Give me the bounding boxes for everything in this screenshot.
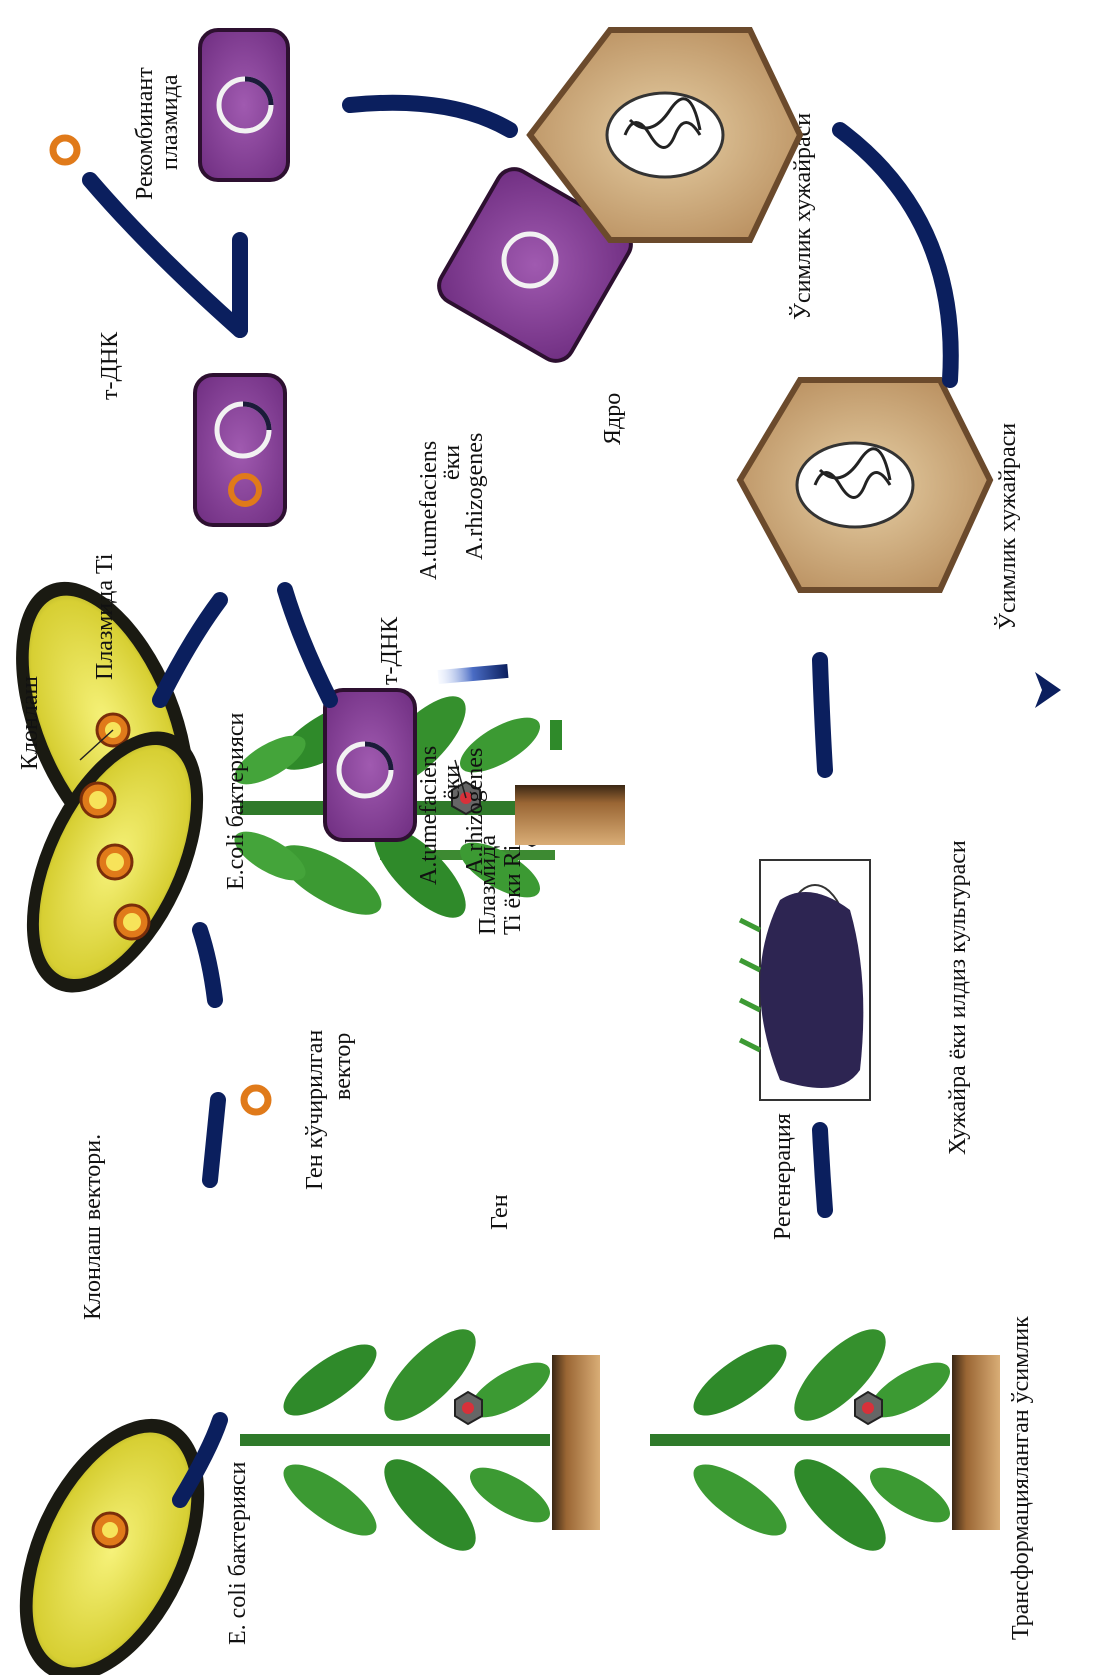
plasmid-ti-label: Плазмида Ti bbox=[92, 553, 118, 680]
shoot-icon bbox=[740, 920, 760, 1050]
petri-dish-icon bbox=[740, 860, 870, 1100]
regeneration-label: Регенерация bbox=[770, 1113, 796, 1240]
ecoli-bacteria-label-2: E.coli бактерияси bbox=[223, 712, 249, 890]
t-dna-label-1: т-ДНК bbox=[377, 616, 403, 685]
t-dna-label-2: т-ДНК bbox=[97, 331, 123, 400]
plasmid-ti-ri-label-l2: Ti ёки Ri bbox=[500, 844, 526, 935]
gene-transfer-vector-label-l2: вектор bbox=[330, 1033, 356, 1100]
cloning-label: Клонлаш bbox=[17, 676, 43, 770]
gene-label: Ген bbox=[487, 1194, 513, 1230]
cell-root-culture-label: Хужайра ёки илдиз культураси bbox=[945, 840, 971, 1155]
recombinant-label-l2: плазмида bbox=[157, 74, 183, 170]
donor-plant-icon bbox=[240, 1316, 600, 1565]
agro-2-label-l3: A.rhizogenes bbox=[462, 433, 488, 560]
cloning-vector-label: Клонлаш вектори. bbox=[80, 1134, 106, 1320]
recombinant-label-l1: Рекомбинант bbox=[132, 67, 158, 200]
recombinant-agrobacterium-icon bbox=[200, 30, 288, 180]
vector-plasmid-icon bbox=[244, 1088, 268, 1112]
agro-1-label-l3: A.rhizogenes bbox=[462, 748, 488, 875]
transformed-plant-label: Трансформацияланган ўсимлик bbox=[1008, 1316, 1034, 1640]
gene-transfer-vector-label-l1: Ген кўчирилган bbox=[302, 1030, 328, 1190]
plant-cell-icon bbox=[740, 380, 990, 590]
plant-cell-label-2: Ўсимлик хужайраси bbox=[995, 423, 1021, 630]
soil-icon bbox=[515, 785, 625, 845]
plasmid-icon bbox=[98, 845, 132, 879]
vector-plasmid-top-icon bbox=[53, 138, 77, 162]
transformed-plant-icon bbox=[650, 1316, 1000, 1565]
plasmid-icon bbox=[81, 783, 115, 817]
ecoli-bacterium-top-icon bbox=[0, 1390, 242, 1675]
arrow-icon bbox=[438, 650, 1061, 708]
plasmid-icon bbox=[115, 905, 149, 939]
ecoli-bacteria-label-1: E. coli бактерияси bbox=[225, 1461, 251, 1645]
nucleus-label: Ядро bbox=[600, 393, 626, 445]
agrobacterium-cell-icon bbox=[195, 375, 285, 525]
agrobacterium-cell-icon bbox=[325, 690, 415, 840]
